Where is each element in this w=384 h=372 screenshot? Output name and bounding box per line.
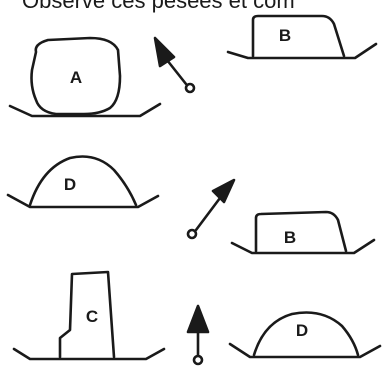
ground-line-c [14,349,164,359]
direction-arrow-2-shaft [196,198,220,230]
block-c-label: C [86,307,98,326]
direction-arrow-3-head [188,306,208,332]
direction-arrow-2-tail [188,230,196,238]
direction-arrow-2 [188,180,234,238]
direction-arrow-1-shaft [167,60,186,84]
block-b-mid-label: B [284,228,296,247]
dome-d-bottom: D [230,313,380,358]
block-b-top-label: B [279,26,291,45]
block-c: C [14,272,164,359]
block-b-mid: B [232,212,374,253]
dome-d-mid-label: D [64,175,76,194]
dome-d-mid: D [8,157,158,208]
direction-arrow-3 [188,306,208,364]
direction-arrow-1 [155,38,194,92]
rock-a-label: A [70,68,82,87]
rock-a: A [10,38,160,116]
direction-arrow-3-tail [194,356,202,364]
dome-d-mid-outline [30,157,136,206]
direction-arrow-2-head [213,180,234,202]
ground-line-b-mid [232,240,374,253]
block-b-mid-outline [256,212,346,251]
direction-arrow-1-tail [186,84,194,92]
block-b-top: B [228,16,376,58]
ground-line-b-top [228,44,376,58]
dome-d-bottom-label: D [296,321,308,340]
block-b-top-outline [253,16,344,56]
header-text: Observe ces pesées et com [22,0,295,13]
direction-arrow-1-head [155,38,174,66]
